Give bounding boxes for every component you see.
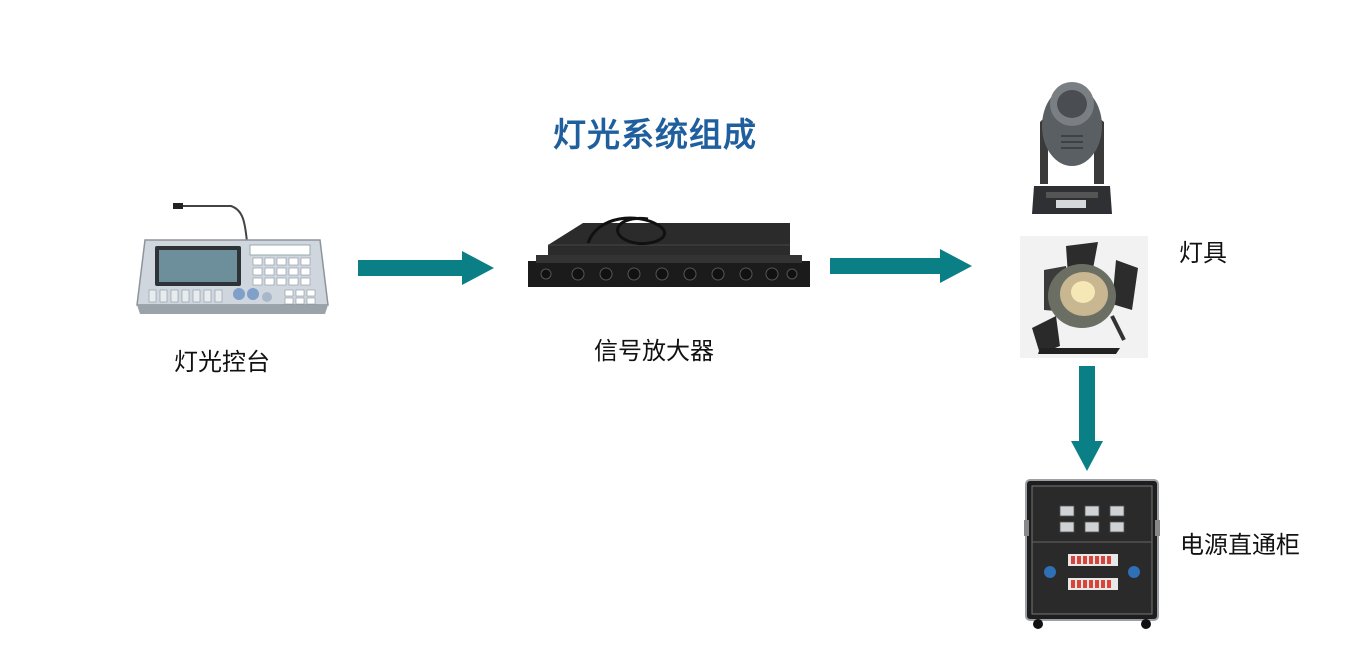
node-label-power: 电源直通柜 xyxy=(1180,531,1300,559)
moving-head-light-icon xyxy=(1032,82,1112,214)
diagram-title: 灯光系统组成 xyxy=(553,115,757,154)
power-cabinet-icon xyxy=(1024,479,1160,629)
par-light-icon xyxy=(1020,236,1148,358)
arrow-amplifier-to-fixtures xyxy=(830,249,972,283)
node-label-console: 灯光控台 xyxy=(174,348,270,376)
node-label-amplifier: 信号放大器 xyxy=(594,337,714,365)
signal-amplifier-icon xyxy=(528,216,810,287)
lighting-console-icon xyxy=(136,203,329,314)
node-label-fixtures: 灯具 xyxy=(1179,239,1227,267)
arrow-console-to-amplifier xyxy=(358,251,494,285)
arrow-fixtures-to-power xyxy=(1071,366,1103,471)
